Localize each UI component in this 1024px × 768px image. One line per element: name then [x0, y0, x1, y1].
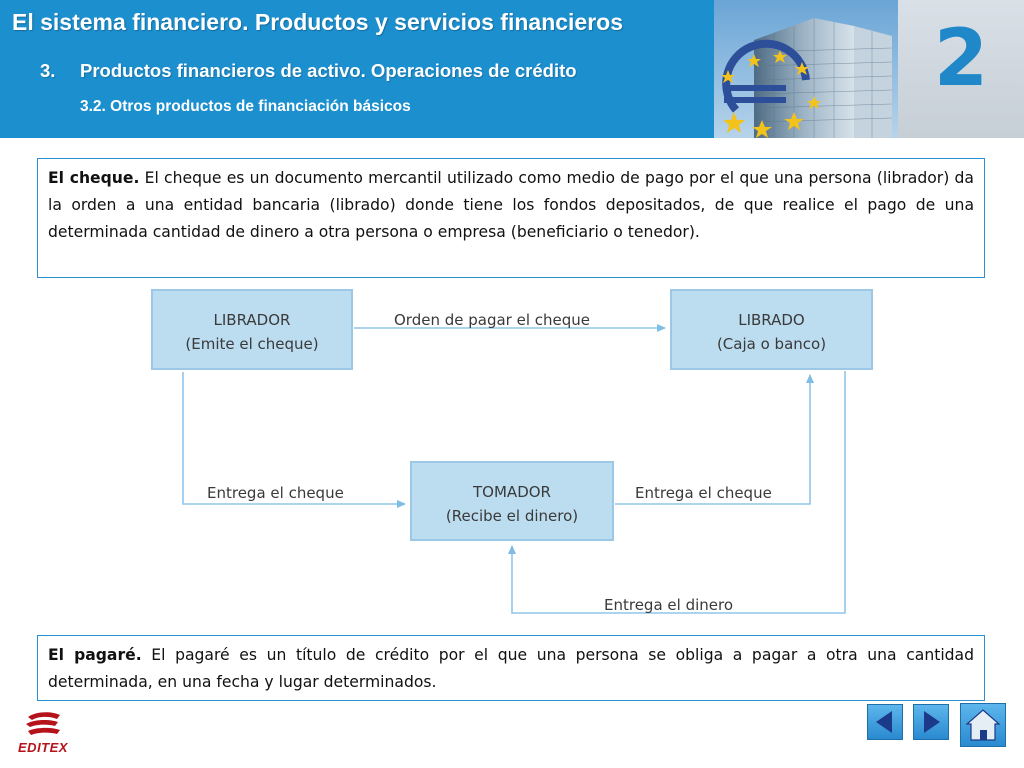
chapter-badge: 2: [898, 0, 1024, 138]
pagare-text: El pagaré es un título de crédito por el…: [48, 646, 975, 691]
librado-subtitle: (Caja o banco): [716, 335, 827, 353]
editex-logo-text: EDITEX: [18, 740, 68, 755]
previous-slide-button[interactable]: [867, 704, 903, 740]
label-entrega-cheque-left: Entrega el cheque: [207, 484, 344, 502]
arrow-left-icon: [876, 711, 892, 733]
node-tomador: TOMADOR (Recibe el dinero): [410, 461, 614, 541]
ecb-building-photo: [714, 0, 898, 138]
section-number: 3.: [40, 60, 56, 81]
home-icon: [965, 709, 1001, 741]
librador-subtitle: (Emite el cheque): [185, 335, 319, 353]
next-slide-button[interactable]: [913, 704, 949, 740]
home-button[interactable]: [960, 703, 1006, 747]
label-entrega-cheque-right: Entrega el cheque: [635, 484, 772, 502]
label-orden-pagar: Orden de pagar el cheque: [394, 311, 591, 329]
node-librado: LIBRADO (Caja o banco): [670, 289, 873, 370]
cheque-definition-box: El cheque. El cheque es un documento mer…: [37, 158, 985, 278]
label-entrega-dinero: Entrega el dinero: [604, 596, 734, 614]
editex-logo-icon: [26, 712, 60, 735]
cheque-text: El cheque es un documento mercantil util…: [48, 169, 974, 241]
ecb-building-image: [714, 0, 898, 138]
page-title: El sistema financiero. Productos y servi…: [12, 9, 624, 35]
chapter-number: 2: [933, 14, 989, 104]
subsection-heading: 3.2. Otros productos de financiación bás…: [80, 98, 411, 115]
librado-title: LIBRADO: [738, 311, 805, 329]
pagare-definition-box: El pagaré. El pagaré es un título de cré…: [37, 635, 985, 701]
cheque-term: El cheque.: [48, 169, 140, 187]
section-heading: 3. Productos financieros de activo. Opera…: [40, 60, 577, 82]
arrow-right-icon: [924, 711, 940, 733]
editex-logo: EDITEX: [10, 711, 76, 759]
librador-title: LIBRADOR: [213, 311, 291, 329]
tomador-subtitle: (Recibe el dinero): [445, 507, 579, 525]
section-title: Productos financieros de activo. Operaci…: [80, 60, 577, 81]
tomador-title: TOMADOR: [473, 483, 551, 501]
pagare-term: El pagaré.: [48, 646, 142, 664]
node-librador: LIBRADOR (Emite el cheque): [151, 289, 353, 370]
